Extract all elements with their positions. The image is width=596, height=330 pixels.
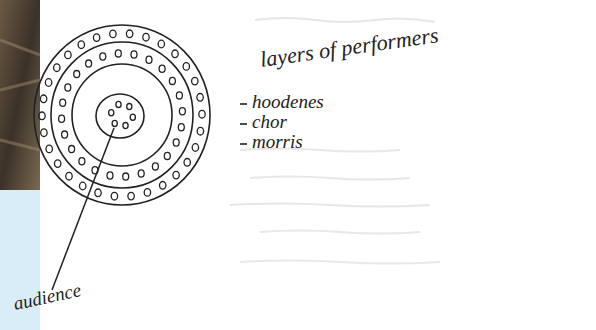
performer-mark: [173, 171, 179, 179]
performer-mark: [116, 101, 121, 107]
performer-mark: [66, 172, 72, 180]
performer-mark: [152, 163, 158, 170]
performer-mark: [126, 30, 132, 38]
performer-mark: [199, 110, 205, 118]
bleed-through: [230, 18, 440, 264]
performer-mark: [179, 108, 185, 115]
performer-mark: [131, 51, 137, 58]
performer-mark: [192, 77, 198, 85]
performer-mark: [40, 95, 46, 103]
performer-mark: [123, 123, 128, 129]
leader-line: [52, 128, 114, 290]
performer-mark: [138, 170, 144, 177]
performer-mark: [46, 145, 52, 153]
performer-mark: [95, 189, 101, 197]
performer-mark: [59, 115, 65, 122]
performer-mark: [55, 160, 61, 168]
performer-mark: [173, 139, 179, 146]
photo-strip: [0, 0, 40, 190]
performer-mark: [45, 79, 51, 87]
performer-mark: [183, 63, 189, 71]
performer-mark: [160, 182, 166, 190]
performer-mark: [144, 189, 150, 197]
performer-mark: [112, 120, 117, 126]
performer-mark: [100, 53, 106, 60]
list-item: morris: [252, 132, 303, 153]
performer-mark: [164, 152, 170, 159]
performer-mark: [93, 34, 99, 42]
blue-strip: [0, 0, 40, 330]
performer-mark: [60, 99, 66, 106]
performer-mark: [65, 51, 71, 59]
performer-mark: [143, 33, 149, 41]
performer-mark: [176, 92, 182, 99]
list-item: chor: [252, 112, 287, 133]
performer-mark: [39, 112, 45, 120]
performer-mark: [111, 192, 117, 200]
performer-mark: [192, 144, 198, 152]
performer-mark: [197, 127, 203, 135]
performer-mark: [123, 173, 129, 180]
performer-mark: [65, 84, 71, 91]
performer-mark: [158, 40, 164, 48]
performer-mark: [172, 50, 178, 58]
performer-mark: [110, 30, 116, 38]
performer-marks: [39, 30, 205, 200]
performer-mark: [184, 159, 190, 167]
performer-mark: [169, 77, 175, 84]
performer-mark: [159, 65, 165, 72]
performer-mark: [127, 104, 132, 110]
performer-mark: [115, 50, 121, 57]
list-item: hoodenes: [252, 92, 324, 113]
heading: layers of performers: [259, 23, 440, 72]
performer-mark: [78, 41, 84, 49]
performer-mark: [41, 129, 47, 137]
performer-mark: [197, 94, 203, 102]
performer-mark: [79, 158, 85, 165]
performer-mark: [107, 172, 113, 179]
performer-mark: [128, 192, 134, 200]
performer-mark: [130, 114, 135, 120]
performer-mark: [146, 56, 152, 63]
performer-mark: [54, 64, 60, 72]
performer-mark: [109, 110, 114, 116]
photo-texture: [0, 40, 40, 150]
performer-mark: [80, 182, 86, 190]
performer-mark: [69, 146, 75, 153]
performer-mark: [74, 71, 80, 78]
performer-mark: [62, 131, 68, 138]
performer-mark: [178, 124, 184, 131]
concentric-rings: [34, 25, 210, 205]
list-dashes: [240, 104, 247, 144]
performer-mark: [86, 60, 92, 67]
